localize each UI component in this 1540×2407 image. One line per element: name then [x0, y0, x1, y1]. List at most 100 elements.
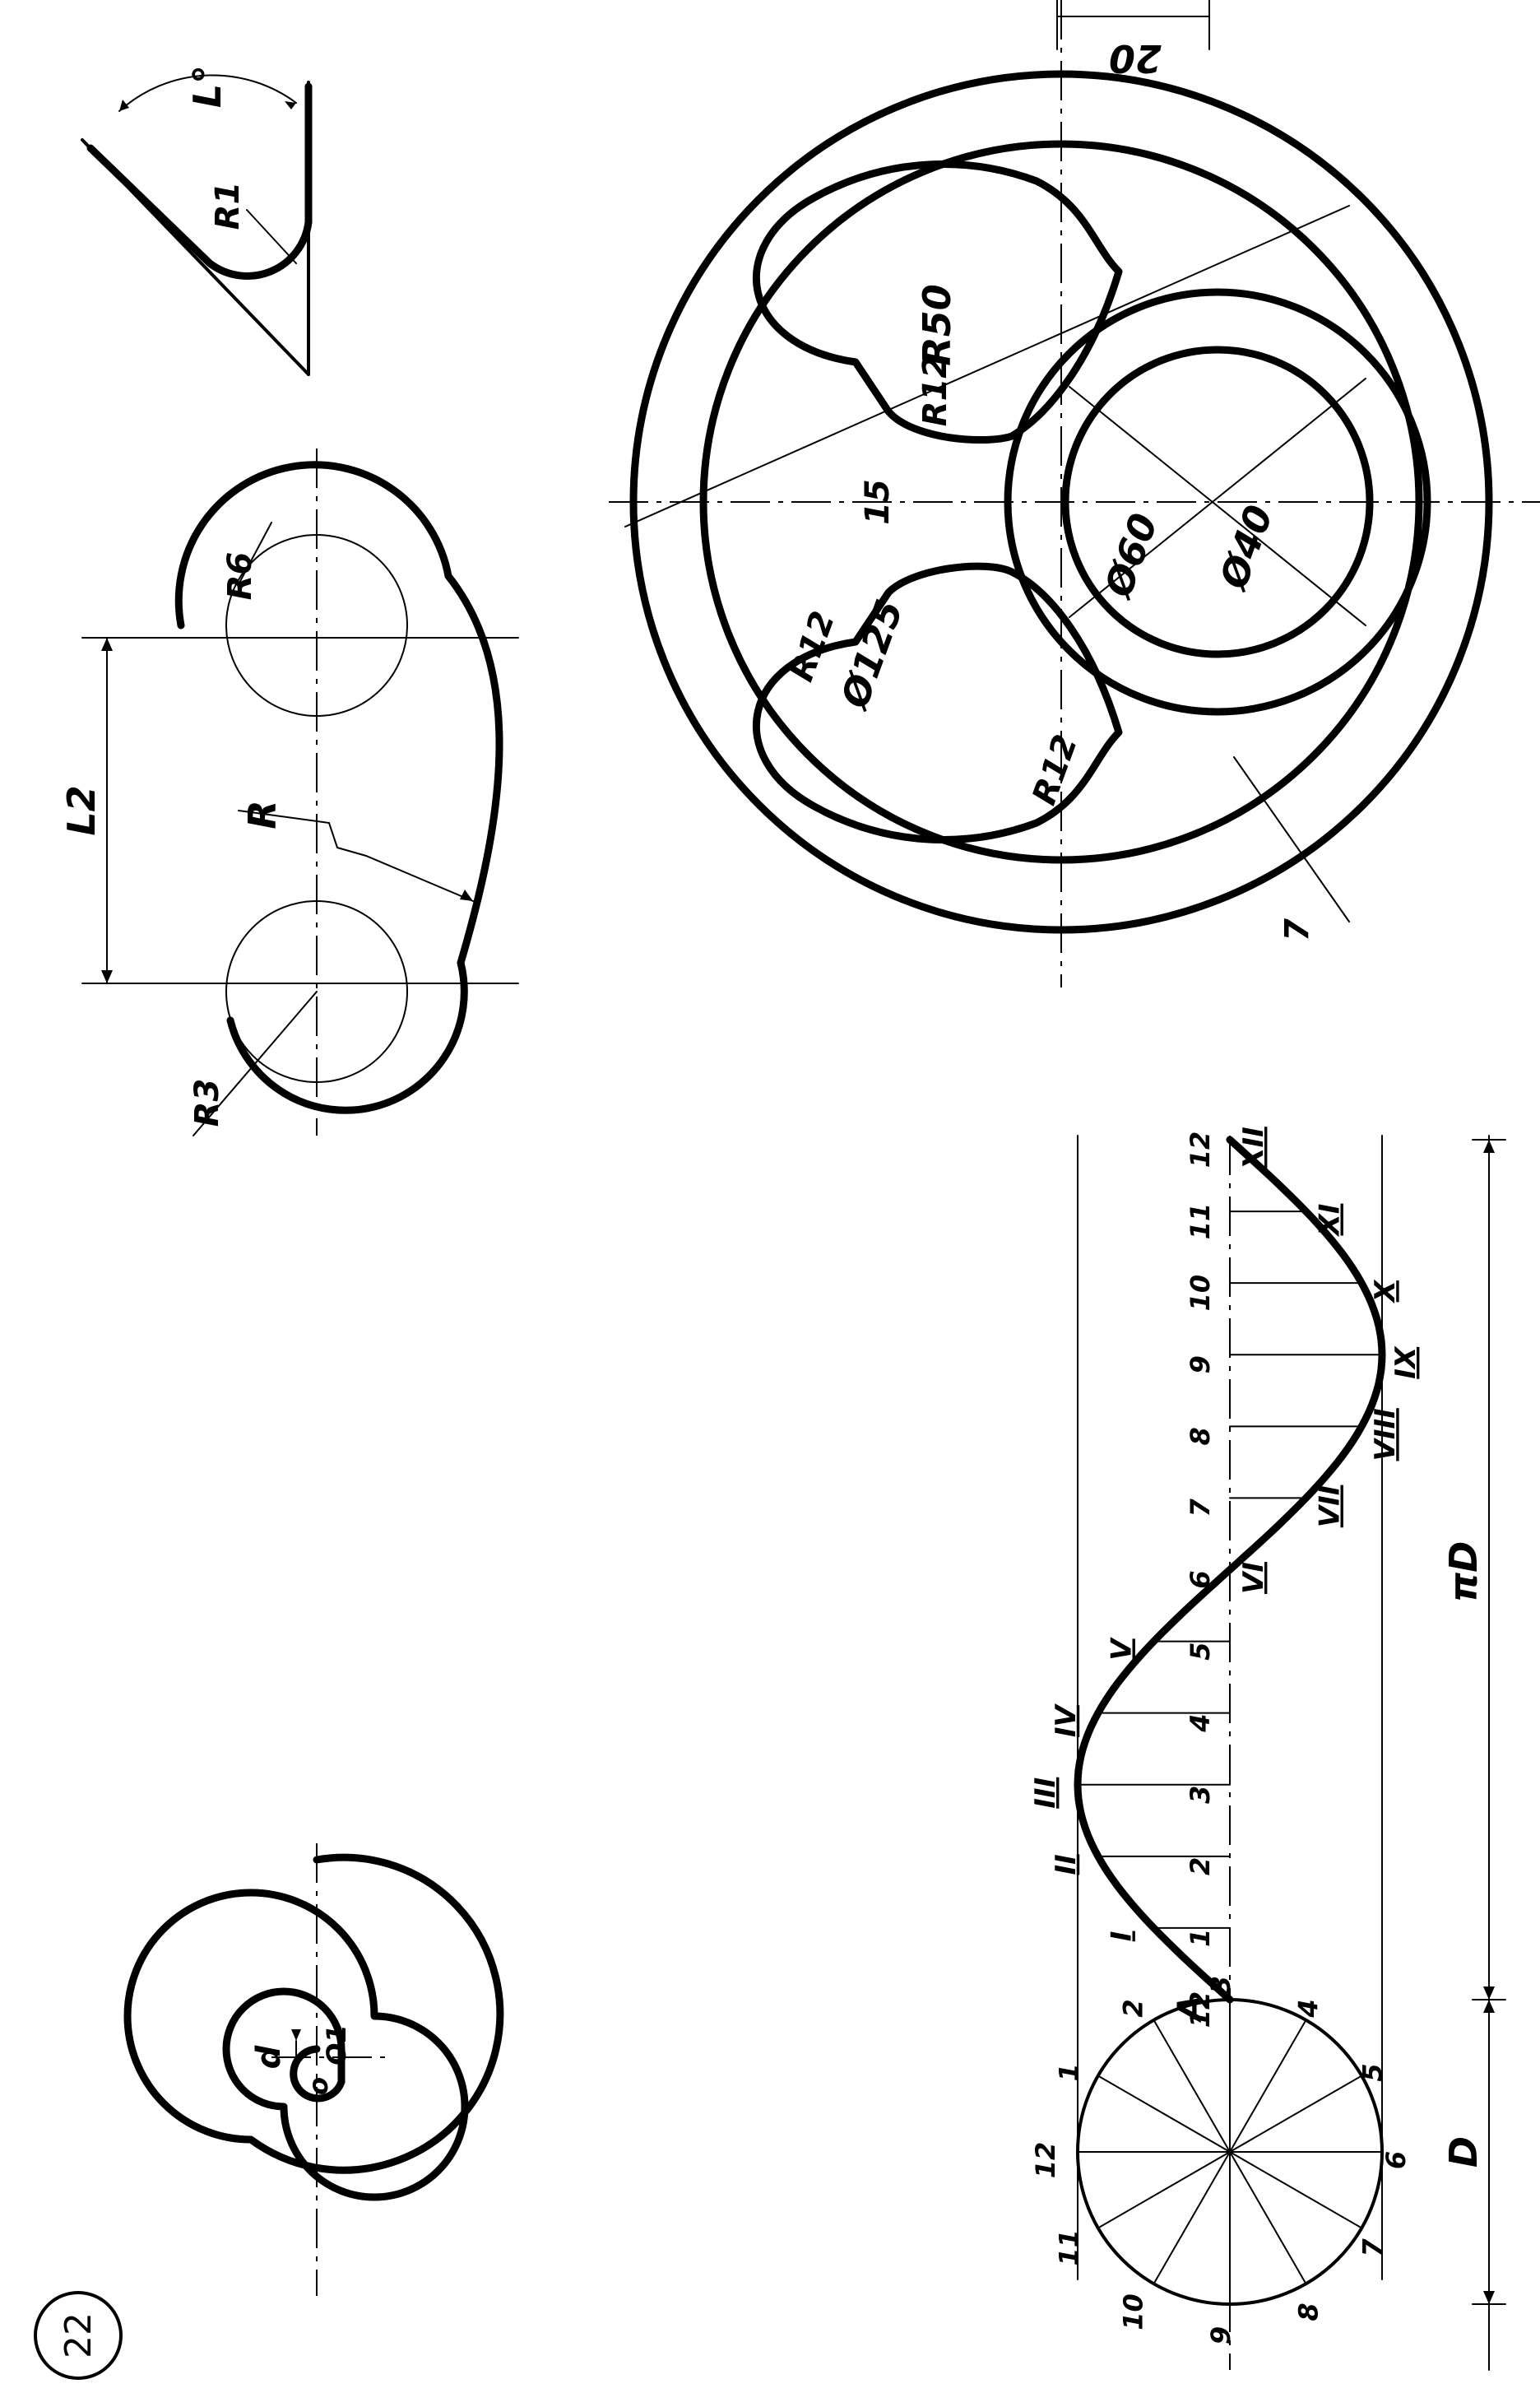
hub-diag-line — [624, 205, 1350, 527]
flange-label-d125: Ø125 — [831, 594, 911, 716]
roman-point-label: VIII — [1369, 1408, 1402, 1461]
flange-label-d40: Ø40 — [1210, 500, 1282, 597]
hub-bore-circle — [1061, 346, 1374, 658]
radius-r-arrow — [460, 890, 473, 901]
roman-point-label: XI — [1314, 1204, 1347, 1238]
lower-circle — [225, 900, 408, 1083]
hub-diag-line — [1069, 386, 1366, 626]
flange-label-d60: Ø60 — [1095, 508, 1167, 605]
spiral-label-o: o — [303, 2077, 334, 2095]
tangent-circles-drawing: L2 R R6 R3 — [59, 448, 519, 1136]
dim-arrow — [1483, 2291, 1495, 2304]
window-lower — [753, 562, 1123, 843]
flange-outer-circle — [629, 70, 1493, 934]
fillet-radius-line — [246, 209, 297, 264]
flange-label-15: 15 — [859, 479, 897, 525]
radius-r6-leader — [238, 522, 272, 585]
fillet-angle-arrow — [119, 100, 129, 111]
roman-point-label: IV — [1050, 1703, 1083, 1738]
axis-number-label: 6 — [1185, 1570, 1216, 1588]
axis-number-label: 2 — [1185, 1857, 1216, 1875]
circle-number-label: 10 — [1118, 2293, 1149, 2330]
axis-number-label: 4 — [1185, 1714, 1216, 1733]
axis-number-label: 7 — [1185, 1499, 1216, 1517]
circle-number-label: 12 — [1030, 2142, 1061, 2179]
dim-arrow — [1483, 1140, 1495, 1153]
spiral-curve — [123, 1853, 504, 2201]
axis-number-label: 11 — [1185, 1203, 1216, 1240]
circle-number-label: 4 — [1293, 1999, 1324, 2018]
spiral-label-o1: O1 — [321, 2024, 352, 2065]
circle-number-label: 6 — [1380, 2151, 1412, 2169]
dim-arrow — [1483, 2000, 1495, 2013]
circle-number-label: 1 — [1054, 2063, 1085, 2081]
roman-point-label: VII — [1314, 1485, 1347, 1528]
tangent-contour — [174, 461, 503, 1114]
flange-drawing: 20 R50 R12 15 R12 Ø125 Ø60 Ø40 R12 7 — [609, 0, 1540, 987]
roman-point-label: II — [1050, 1854, 1083, 1875]
roman-point-label: X — [1369, 1279, 1402, 1303]
roman-point-label: I — [1106, 1931, 1139, 1942]
axis-number-label: 5 — [1185, 1642, 1216, 1660]
hub-outer-circle — [1004, 288, 1431, 716]
flange-label-r12-bottom: R12 — [1025, 730, 1085, 810]
fillet-label-r1: R1 — [209, 182, 247, 230]
axis-number-label: 12 — [1185, 1991, 1216, 2028]
circle-number-label: 2 — [1118, 1999, 1149, 2017]
sinusoid-curve — [1074, 1136, 1386, 2004]
circle-number-label: 11 — [1054, 2229, 1085, 2266]
dim-arrow — [1483, 1986, 1495, 2000]
point-label-a: A — [1171, 1996, 1209, 2024]
dim-l2-arrow — [101, 970, 113, 983]
dim-7-leader — [1233, 756, 1350, 922]
hub-diag-line — [1069, 378, 1366, 618]
flange-label-7: 7 — [1278, 918, 1316, 941]
axis-number-label: 1 — [1185, 1929, 1216, 1947]
circle-number-label: 8 — [1293, 2302, 1324, 2321]
radius-label-r3: R3 — [188, 1079, 226, 1127]
spiral-dim-arrow — [291, 2029, 301, 2041]
roman-point-label: V — [1106, 1637, 1139, 1661]
axis-number-label: 10 — [1185, 1275, 1216, 1312]
circle-number-label: 3 — [1205, 1976, 1236, 1994]
roman-point-label: III — [1029, 1777, 1062, 1809]
dim-label-pi-d: πD — [1441, 1541, 1486, 1603]
corner-fillet-drawing: L° R1 — [81, 65, 313, 376]
radius-r3-leader — [192, 991, 318, 1136]
flange-inner-rim — [699, 140, 1423, 864]
radius-label-r6: R6 — [221, 552, 259, 601]
circle-number-label: 5 — [1357, 2063, 1389, 2081]
page-number: 22 — [58, 2312, 100, 2358]
flange-label-20: 20 — [1109, 36, 1162, 81]
radius-r-leader — [238, 810, 474, 902]
flange-label-r50: R50 — [915, 284, 959, 365]
dim-label-d: D — [1441, 2136, 1486, 2168]
radius-label-r: R — [240, 800, 285, 829]
page-number-badge: 22 — [34, 2291, 123, 2380]
roman-point-label: XII — [1237, 1127, 1270, 1171]
fillet-arc — [86, 82, 313, 280]
axis-number-label: 3 — [1185, 1786, 1216, 1804]
window-upper — [753, 160, 1123, 444]
dim-l2-arrow — [101, 638, 113, 651]
axis-number-label: 9 — [1185, 1355, 1216, 1373]
circle-number-label: 9 — [1205, 2326, 1236, 2344]
roman-point-label: VI — [1237, 1562, 1270, 1594]
circle-ray — [1153, 2019, 1307, 2285]
fillet-label-angle: L° — [185, 65, 230, 108]
axis-number-label: 8 — [1185, 1427, 1216, 1445]
dim-label-l2: L2 — [59, 785, 104, 835]
upper-circle — [225, 534, 408, 717]
axis-number-label: 12 — [1185, 1131, 1216, 1169]
roman-point-label: IX — [1389, 1345, 1422, 1379]
circle-number-label: 7 — [1357, 2238, 1389, 2257]
fillet-angle-arrow — [285, 101, 296, 109]
fillet-angle-arc — [118, 74, 297, 112]
spiral-drawing: d o O1 — [123, 1843, 504, 2296]
spiral-label-d: d — [250, 2045, 288, 2069]
